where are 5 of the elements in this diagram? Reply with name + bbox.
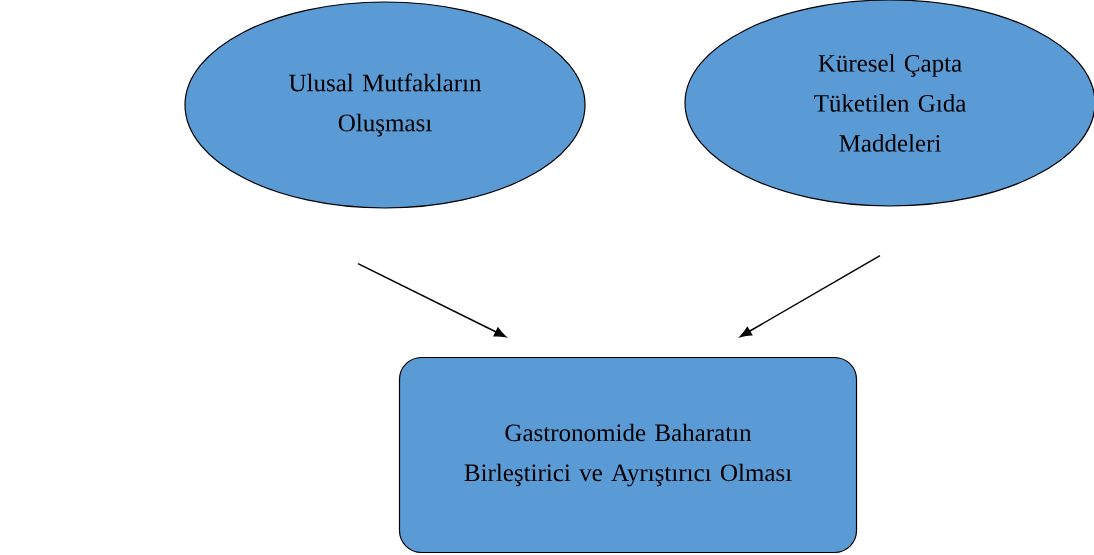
rounded-box: Gastronomide Baharatın Birleştirici ve Ayrıştırıcı Olması	[398, 356, 858, 554]
arrow	[739, 254, 881, 338]
ellipse-node: Ulusal Mutfakların Oluşması	[184, 1, 586, 209]
ellipse-node: Küresel Çapta Tüketilen Gıda Maddeleri	[684, 0, 1094, 207]
arrow	[357, 262, 507, 338]
